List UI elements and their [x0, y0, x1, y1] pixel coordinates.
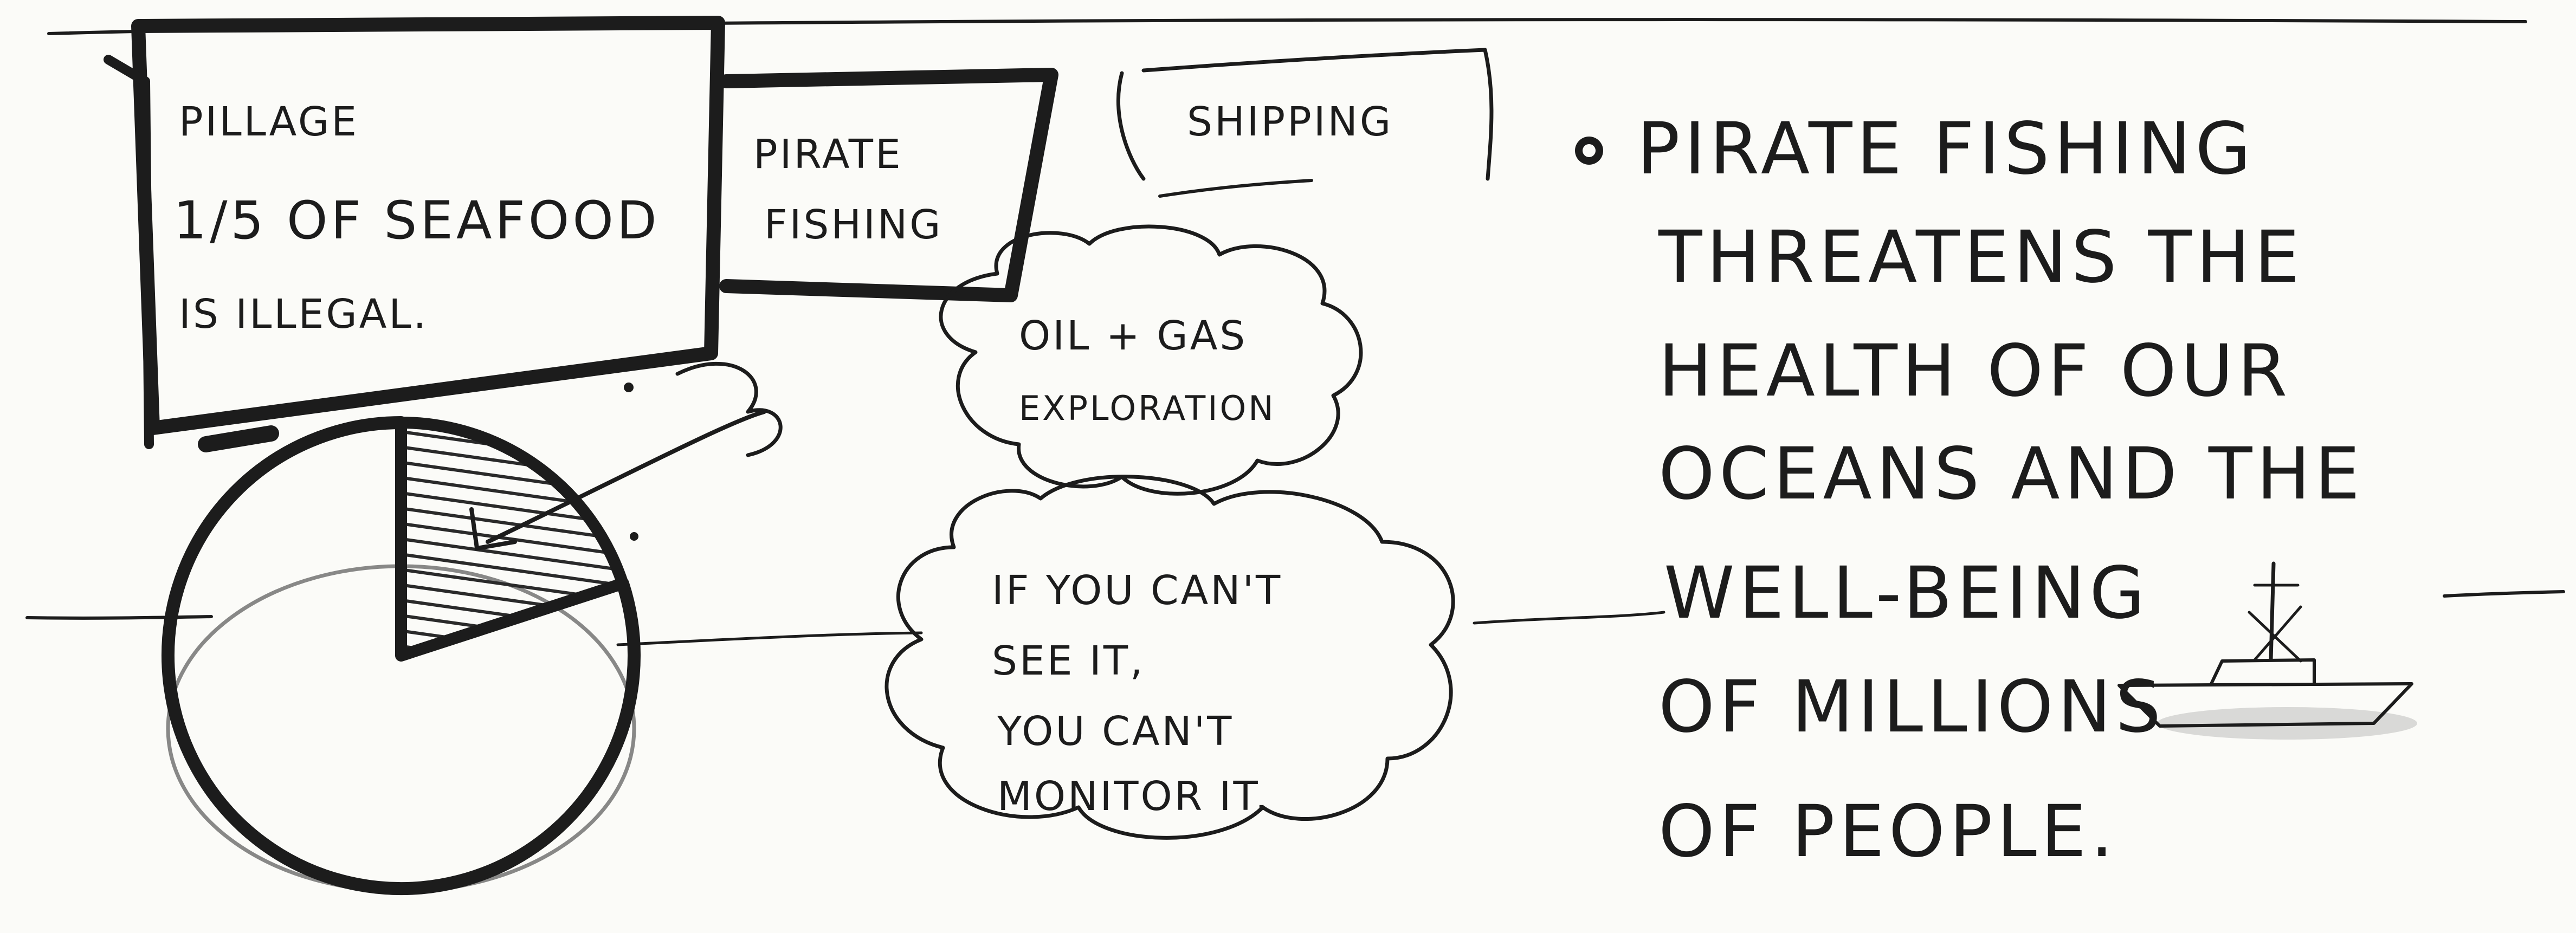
pirate-fishing-box-frame — [726, 75, 1051, 295]
statement-line-1: PIRATE FISHING — [1637, 107, 2255, 191]
oil-gas-cloud-outline — [941, 226, 1361, 494]
monitor-line-2: SEE IT, — [992, 638, 1145, 684]
monitor-line-3: YOU CAN'T — [997, 708, 1234, 755]
shipping-underline — [1160, 180, 1312, 196]
oil-gas-cloud: OIL + GAS EXPLORATION — [941, 226, 1361, 494]
pirate-fishing-box: PIRATE FISHING — [726, 75, 1051, 295]
shipping-label-group: SHIPPING — [1119, 50, 1492, 196]
pie-slice-illegal-seafood — [401, 423, 623, 656]
boat-mast — [2271, 563, 2274, 660]
dot-mark-2 — [624, 383, 634, 392]
pillage-box: PILLAGE 1/5 OF SEAFOOD IS ILLEGAL. — [108, 23, 718, 444]
pillage-line-3: IS ILLEGAL. — [179, 291, 428, 338]
statement-line-2: THREATENS THE — [1658, 216, 2304, 299]
boat-cabin — [2211, 660, 2314, 684]
pillage-box-base-mark — [206, 433, 271, 444]
boat-rigging — [2249, 585, 2301, 661]
shipping-bracket-left — [1119, 73, 1144, 179]
monitor-cloud: IF YOU CAN'T SEE IT, YOU CAN'T MONITOR I… — [887, 477, 1453, 838]
dot-mark-1 — [630, 532, 638, 541]
bullet-icon-center — [1583, 144, 1596, 157]
horizon-line-center — [618, 633, 921, 645]
horizon-line-left — [27, 617, 211, 618]
oil-gas-line-2: EXPLORATION — [1019, 388, 1276, 428]
statement-line-5: WELL-BEING — [1664, 552, 2149, 635]
shipping-label: SHIPPING — [1187, 99, 1393, 145]
statement-line-3: HEALTH OF OUR — [1658, 329, 2291, 413]
monitor-line-4: MONITOR IT. — [997, 773, 1270, 820]
statement-block: PIRATE FISHING THREATENS THE HEALTH OF O… — [1575, 107, 2364, 873]
statement-line-4: OCEANS AND THE — [1658, 432, 2364, 516]
monitor-line-1: IF YOU CAN'T — [992, 567, 1282, 614]
statement-line-7: OF PEOPLE. — [1658, 790, 2117, 873]
horizon-line-right — [1474, 612, 1664, 623]
horizon-line-edge — [2444, 592, 2564, 596]
pillage-line-2: 1/5 OF SEAFOOD — [173, 190, 660, 251]
pie-chart — [168, 423, 634, 891]
statement-line-6: OF MILLIONS — [1658, 665, 2165, 749]
pirate-fishing-line-2: FISHING — [764, 202, 943, 248]
pillage-box-shadow — [108, 60, 149, 444]
oil-gas-line-1: OIL + GAS — [1019, 313, 1247, 359]
pirate-fishing-line-1: PIRATE — [753, 131, 903, 178]
pillage-line-1: PILLAGE — [179, 99, 359, 145]
